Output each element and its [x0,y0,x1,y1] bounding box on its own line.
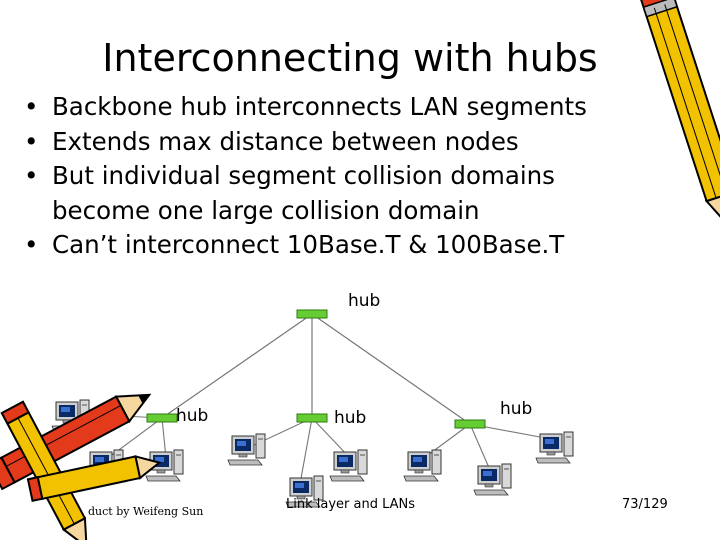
backbone-hub [296,309,328,319]
computer-icon [329,449,368,482]
computer-icon [473,463,512,496]
segment-hub [454,419,486,429]
bullet-item: But individual segment collision domains… [22,159,612,228]
hub-label: hub [500,399,533,419]
bullet-list: Backbone hub interconnects LAN segments … [22,90,612,263]
page-number: 73/129 [622,497,668,512]
bullet-item: Can’t interconnect 10Base.T & 100Base.T [22,228,612,263]
hub-label: hub [334,408,367,428]
bullet-item: Backbone hub interconnects LAN segments [22,90,612,125]
footer-center: Link layer and LANs [286,497,416,512]
backbone-links [161,313,471,425]
footer-author: duct by Weifeng Sun [88,505,204,518]
slide-title: Interconnecting with hubs [102,36,598,80]
segment-hub [146,413,178,423]
computer-icon [535,431,574,464]
segment-hub [296,413,328,423]
hub-label: hub [176,406,209,426]
pencil-icon [636,0,720,233]
backbone-hub-label: hub [348,291,381,311]
computer-icon [403,449,442,482]
computer-icon [227,433,266,466]
pencil-icon [26,455,162,503]
bullet-item: Extends max distance between nodes [22,125,612,160]
